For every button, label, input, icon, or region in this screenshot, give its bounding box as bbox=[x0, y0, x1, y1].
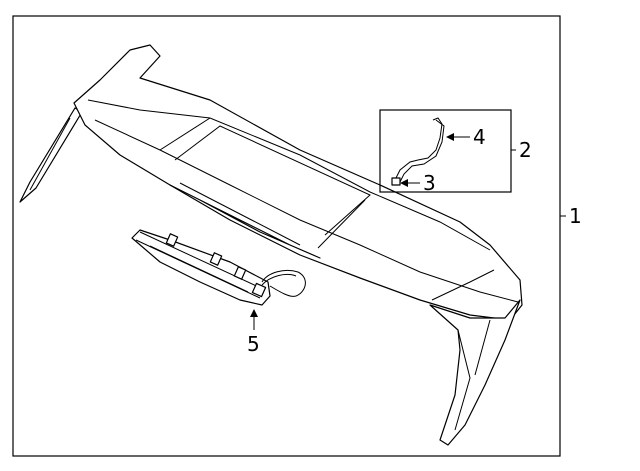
washer-hose bbox=[391, 117, 445, 186]
callout-3: 3 bbox=[423, 171, 436, 195]
lamp-wire bbox=[261, 269, 306, 297]
callout-1: 1 bbox=[569, 204, 582, 228]
callout-4: 4 bbox=[473, 125, 486, 149]
leader-lines bbox=[250, 133, 566, 330]
brake-lamp bbox=[131, 229, 306, 306]
spoiler-assembly bbox=[19, 44, 523, 446]
callout-5: 5 bbox=[247, 332, 260, 356]
callout-2: 2 bbox=[519, 138, 532, 162]
inset-box bbox=[379, 109, 512, 193]
diagram-frame bbox=[12, 15, 561, 457]
